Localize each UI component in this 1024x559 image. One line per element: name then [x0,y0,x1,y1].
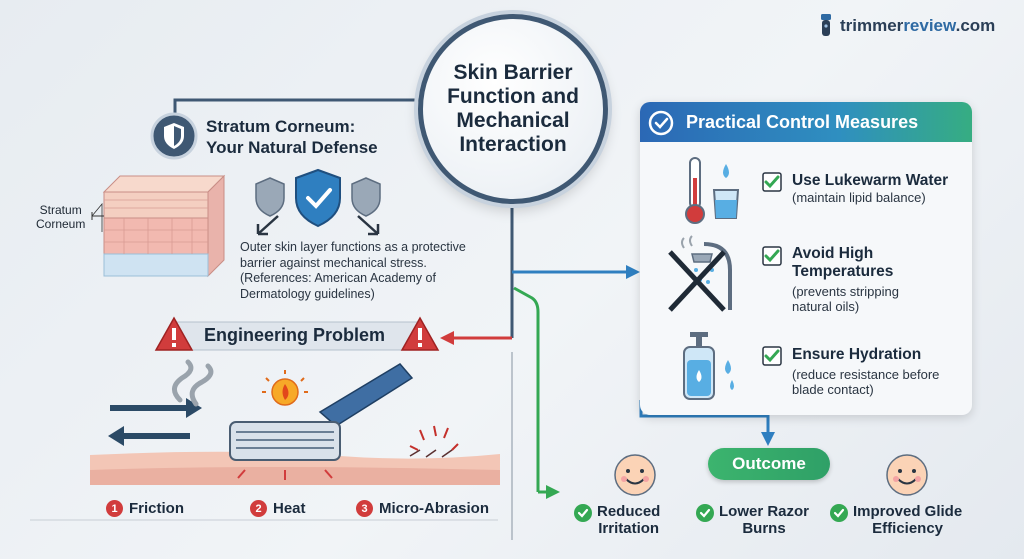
outcome-line: Improved Glide [853,503,963,520]
measure-avoid-heat: Avoid High Temperatures (prevents stripp… [792,245,899,314]
hazard-label-friction: Friction [129,500,184,517]
hazard-label-micro-abrasion: Micro-Abrasion [379,500,490,517]
brand-logo: trimmerreview.com [818,14,995,38]
stratum-label-line1: Stratum [39,203,82,217]
checkbox-icon [762,346,782,366]
hazard-micro-abrasion: 3 Micro-Abrasion [356,500,489,517]
smiley-icon [886,454,928,496]
hazard-heat: 2 Heat [250,500,306,517]
measure-hydration-title: Ensure Hydration [792,346,922,363]
measure-lukewarm: Use Lukewarm Water (maintain lipid balan… [792,172,948,205]
outcome-reduced-irritation: Reduced Irritation [574,503,660,537]
measure-hydration-sub-1: (reduce resistance before [792,367,940,382]
shield-badge-icon [150,112,198,160]
control-measures-header: Practical Control Measures [640,102,972,142]
outcome-improved-glide: Improved Glide Efficiency [830,503,962,537]
skin-layer-illustration [91,174,226,278]
problem-title: Engineering Problem [204,325,386,345]
check-icon [574,504,592,522]
outcome-badge: Outcome [708,448,830,480]
outcome-line: Reduced [597,503,661,520]
warning-icon-left [154,316,194,351]
stratum-title-line1: Stratum Corneum: [206,117,356,136]
protective-shields-icon [255,168,381,236]
thermometer-water-icon [685,157,740,224]
measure-avoid-heat-title-2: Temperatures [792,263,894,280]
no-hot-shower-icon [668,235,732,312]
hazard-friction: 1 Friction [106,500,184,517]
stratum-description: Outer skin layer functions as a protecti… [240,240,466,270]
measure-avoid-heat-sub-1: (prevents stripping [792,284,899,299]
check-icon [696,504,714,522]
warning-icon-right [400,316,440,351]
check-icon [830,504,848,522]
measure-hydration-sub-2: blade contact) [792,382,874,397]
checkbox-icon [762,172,782,192]
stratum-label: Stratum Corneum [36,203,85,231]
hazard-number-1: 1 [106,500,123,517]
hazard-label-heat: Heat [273,500,306,517]
outcome-text: Improved Glide Efficiency [853,503,962,537]
measure-hydration: Ensure Hydration (reduce resistance befo… [792,346,939,397]
stratum-title: Stratum Corneum: Your Natural Defense [206,116,378,158]
trimmer-icon [821,14,831,36]
measure-lukewarm-title: Use Lukewarm Water [792,172,949,189]
hazard-number-3: 3 [356,500,373,517]
stratum-title-line2: Your Natural Defense [206,138,378,157]
outcome-text: Lower Razor Burns [719,503,809,537]
stratum-reference: (References: American Academy of Dermato… [240,271,436,301]
brand-accent: review [903,16,956,35]
lotion-bottle-icon [683,332,734,400]
measure-avoid-heat-title-1: Avoid High [792,245,874,262]
outcome-line: Burns [742,520,786,537]
outcome-line: Lower Razor [719,503,810,520]
central-topic-title: Skin Barrier Function and Mechanical Int… [447,61,579,156]
hazard-number-2: 2 [250,500,267,517]
brand-suffix: .com [955,16,996,35]
outcome-line: Efficiency [872,520,944,537]
checkbox-icon [762,246,782,266]
smiley-icon [614,454,656,496]
outcome-line: Irritation [598,520,660,537]
shaving-illustration [90,359,500,485]
stratum-label-line2: Corneum [36,217,86,231]
central-topic: Skin Barrier Function and Mechanical Int… [418,14,608,204]
control-measures-title: Practical Control Measures [686,111,919,132]
brand-prefix: trimmer [840,16,904,35]
measure-avoid-heat-sub-2: natural oils) [792,299,860,314]
measure-lukewarm-sub: (maintain lipid balance) [792,190,926,205]
outcome-text: Reduced Irritation [597,503,660,537]
outcome-lower-razor-burns: Lower Razor Burns [696,503,809,537]
check-circle-icon [648,110,674,136]
